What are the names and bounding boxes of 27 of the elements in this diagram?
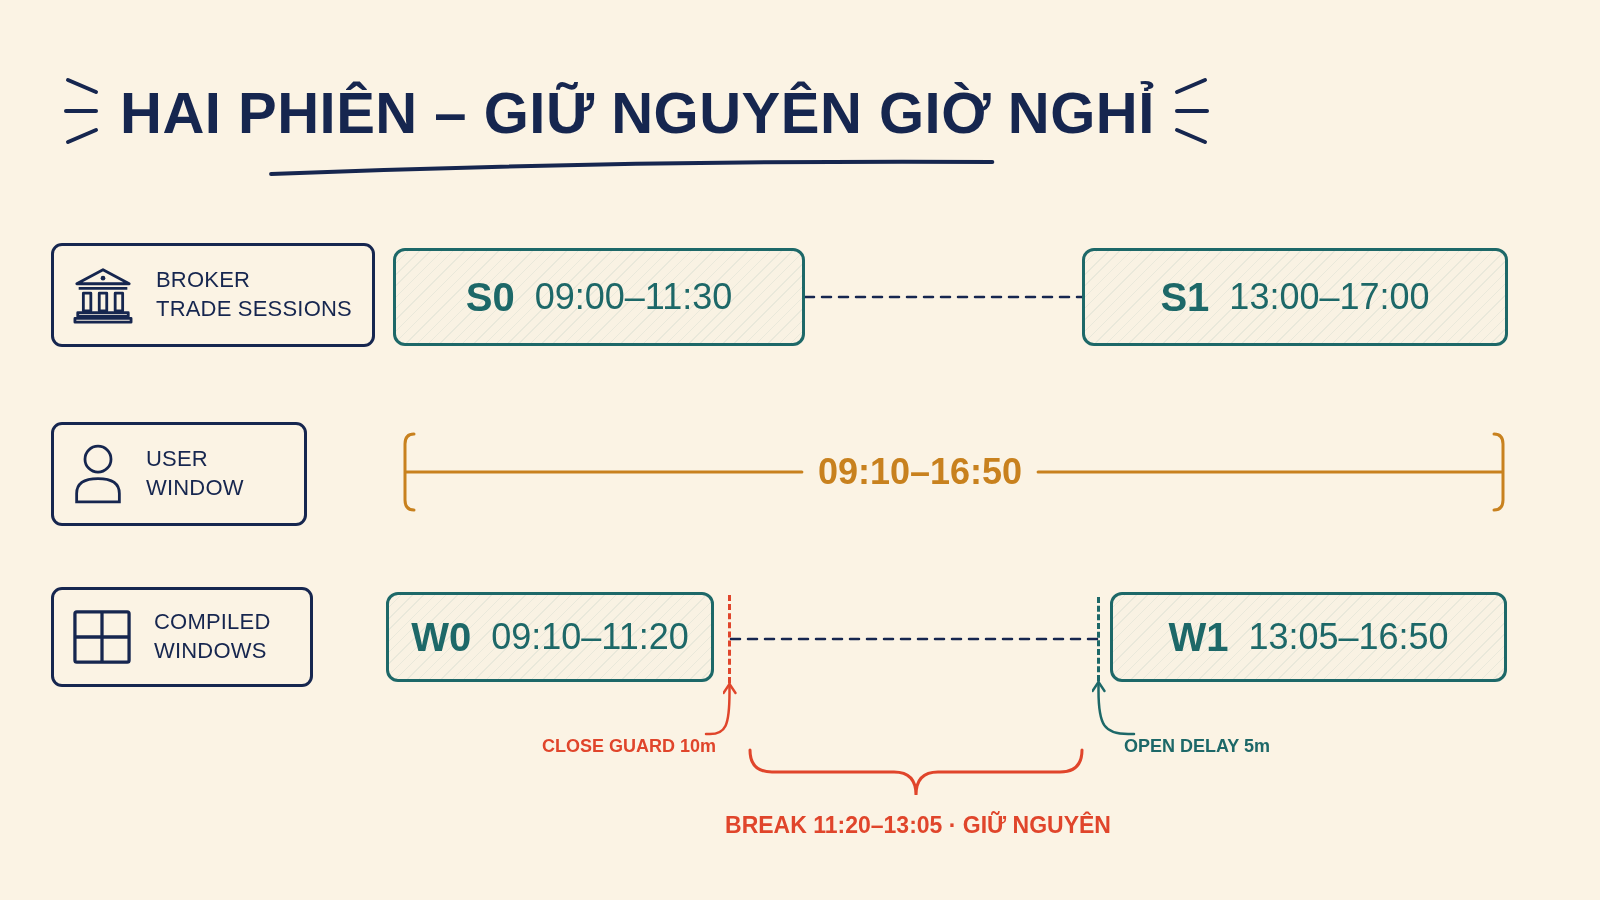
time-range: 09:00–11:30: [534, 276, 733, 318]
annotation-text: OPEN DELAY 5m: [1124, 735, 1271, 759]
time-slot-box: [1082, 248, 1508, 346]
lane-label: COMPILED WINDOWS: [154, 608, 271, 665]
time-slot-box: [1110, 592, 1507, 682]
break-note: BREAK 11:20–13:05 · GIỮ NGUYÊN: [725, 812, 1111, 840]
time-range-label: 09:10–16:50: [817, 450, 1023, 494]
lane-label-box: [51, 587, 313, 687]
time-slot-box: [393, 248, 805, 346]
lane-label: USER WINDOW: [146, 445, 244, 502]
lane-label: BROKER TRADE SESSIONS: [156, 266, 352, 323]
slot-id: S0: [465, 274, 515, 320]
dashed-connector: [803, 295, 1084, 299]
dashed-connector: [729, 637, 1099, 641]
leader-arrow: [1091, 680, 1136, 736]
cutoff-marker: [1097, 597, 1100, 681]
slot-id: S1: [1160, 274, 1210, 320]
slot-id: W0: [411, 614, 472, 660]
time-range: 13:00–17:00: [1229, 276, 1430, 318]
time-range: 09:10–11:20: [491, 616, 689, 658]
cutoff-marker: [728, 595, 731, 683]
slot-id: W1: [1168, 614, 1229, 660]
time-range: 13:05–16:50: [1248, 616, 1449, 658]
annotation-text: CLOSE GUARD 10m: [541, 735, 716, 759]
time-slot-box: [386, 592, 714, 682]
lane-label-box: [51, 422, 307, 526]
lane-label-box: [51, 243, 375, 347]
